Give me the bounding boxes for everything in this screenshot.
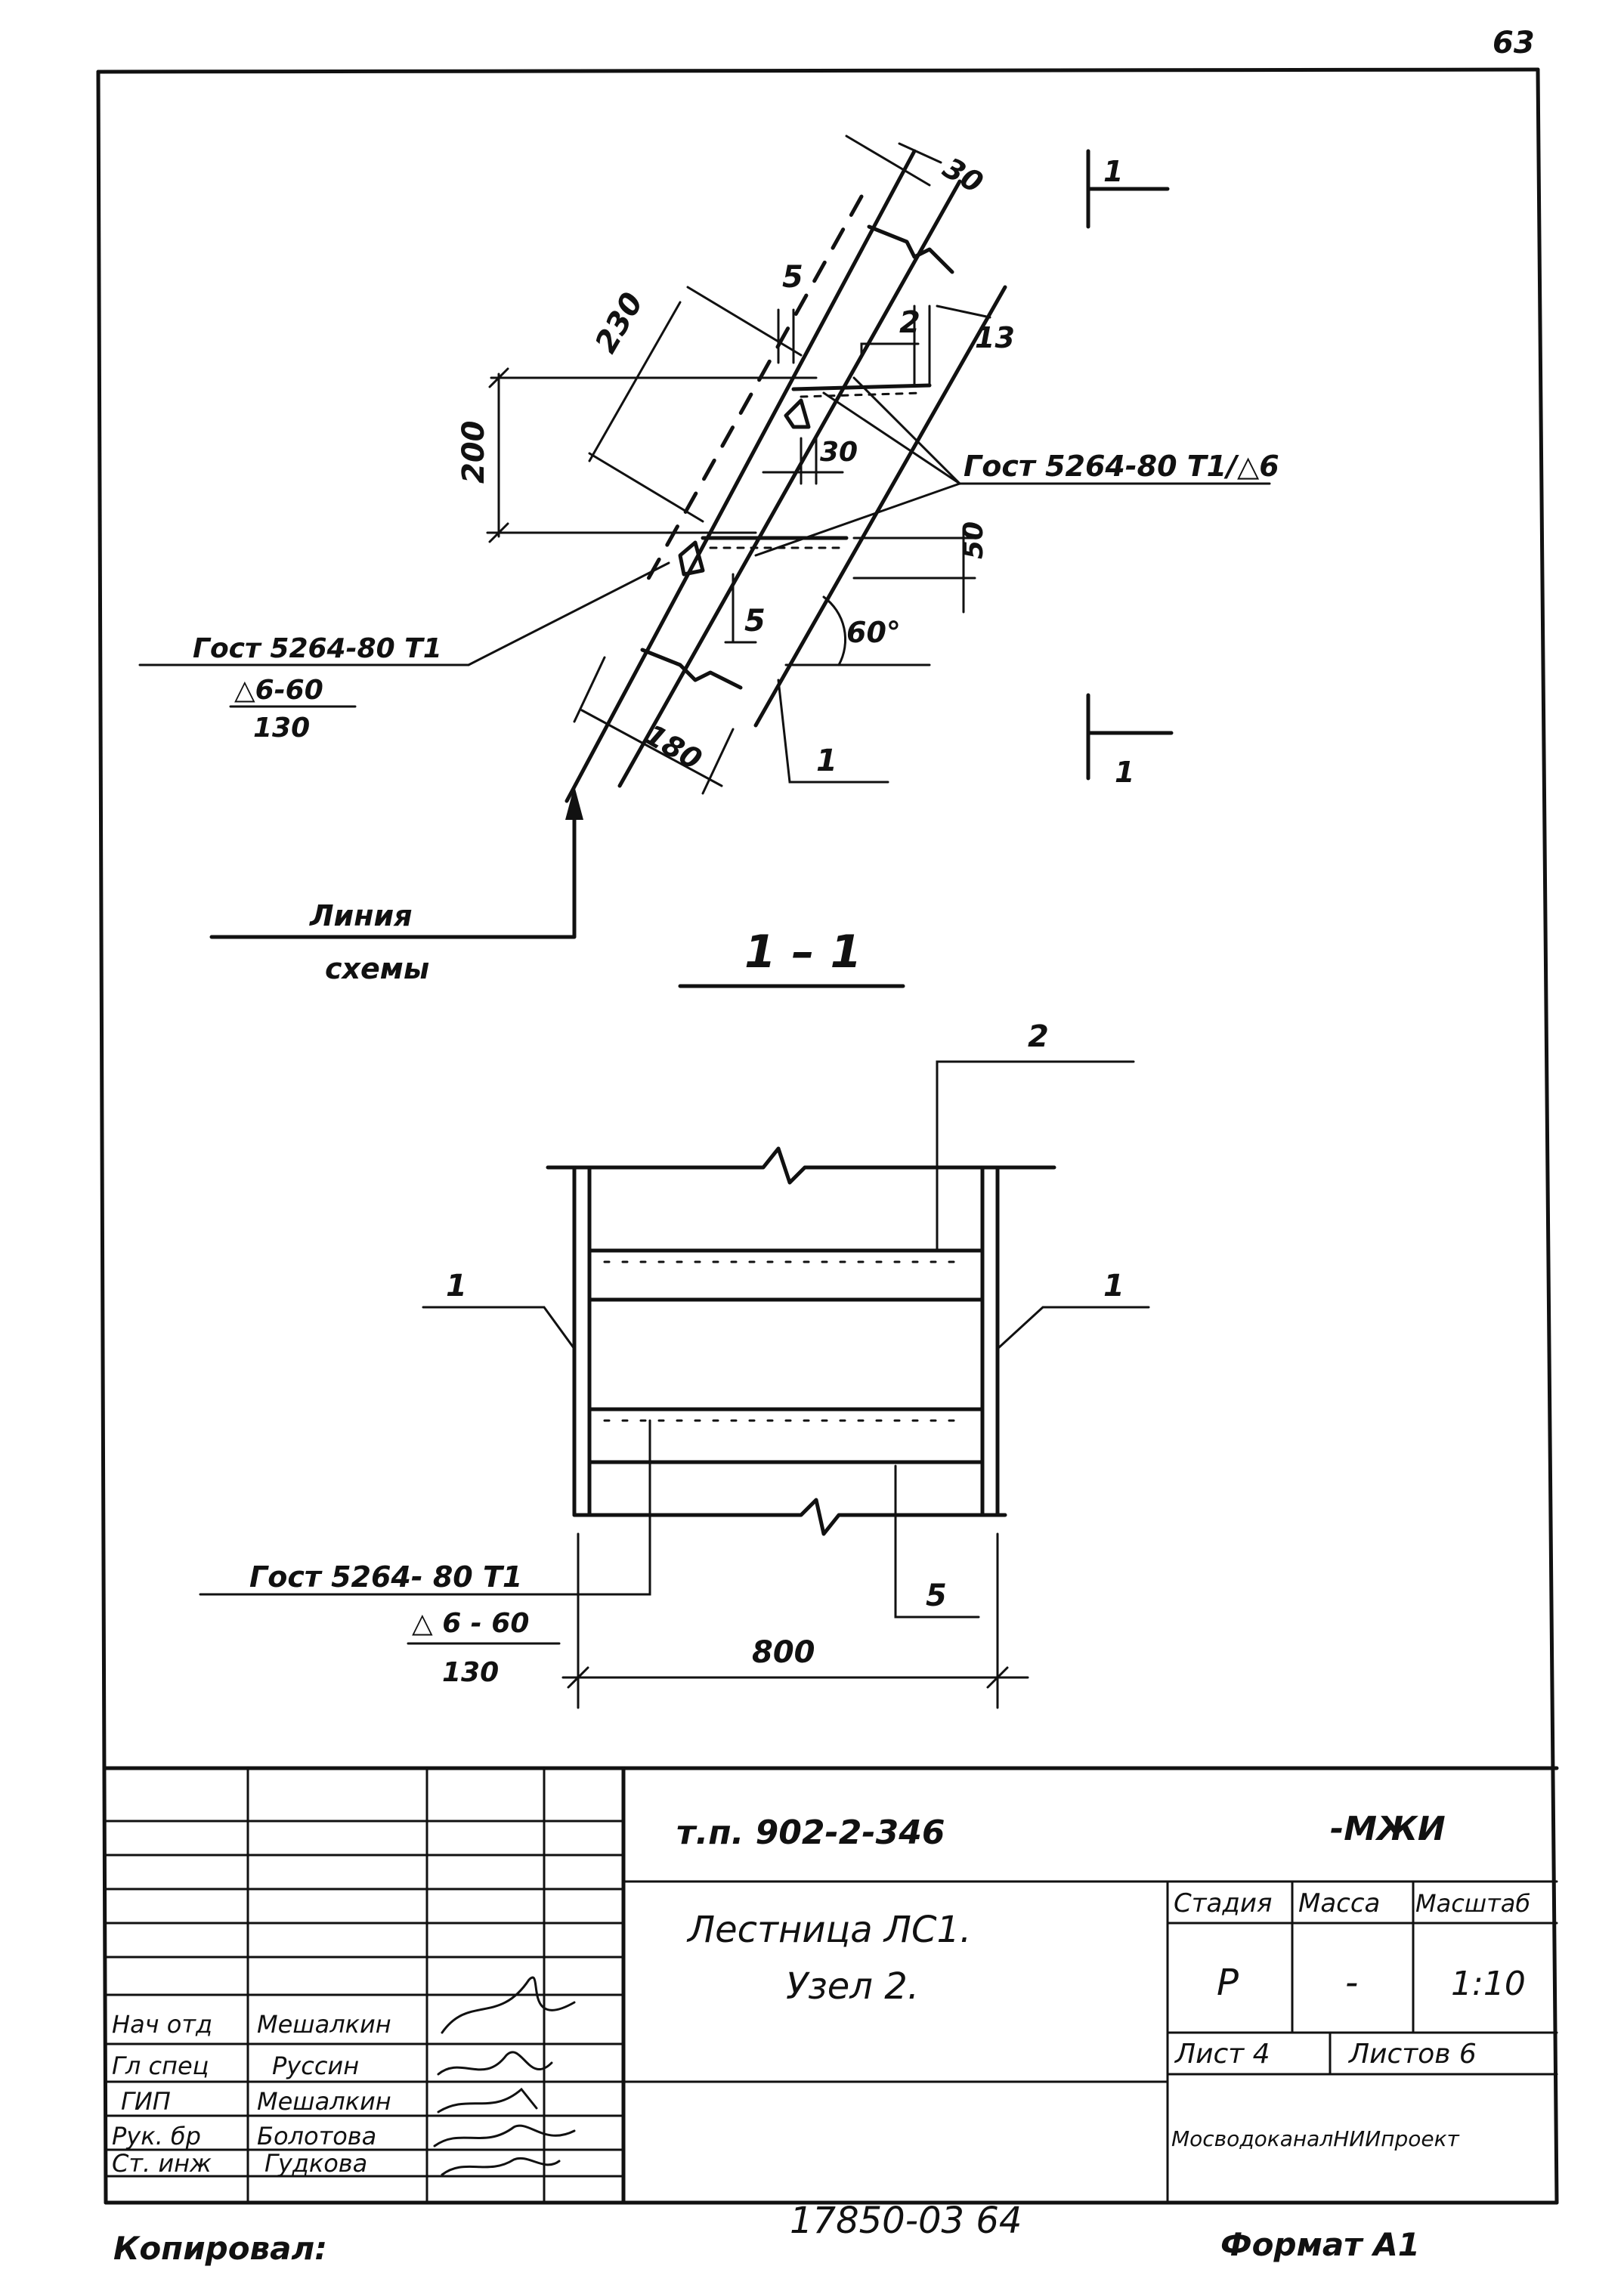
section-mark-5: 5 [926, 1578, 947, 1613]
col-stage: Стадия [1174, 1888, 1272, 1919]
mark-2: 2 [899, 305, 920, 340]
mark-5-mid: 5 [744, 604, 766, 639]
break-top [867, 224, 954, 274]
section-view: 1 – 1 2 1 1 5 Гост 5264- 80 [199, 926, 1150, 1709]
sheet-count: Листов 6 [1347, 2039, 1477, 2070]
name-3: Болотова [257, 2122, 376, 2150]
sheet-number: Лист 4 [1174, 2039, 1270, 2070]
section-title: 1 – 1 [744, 926, 861, 979]
section-top-line [546, 1146, 1056, 1185]
page-number: 63 [1493, 26, 1535, 60]
dim-180: 180 [639, 718, 708, 777]
upper-tread-plate [791, 383, 932, 391]
section-mark-1-right: 1 [1103, 1269, 1124, 1303]
name-2: Мешалкин [257, 2087, 391, 2116]
weld-note-left-2: △6-60 [234, 675, 323, 706]
scheme-line-text-1: Линия [309, 899, 412, 932]
scheme-line-leader [209, 799, 577, 939]
section-weld-note-1: Гост 5264- 80 Т1 [249, 1560, 522, 1594]
weld-note-right: Гост 5264-80 Т1/△6 [964, 450, 1279, 483]
detail-view: 30 230 5 2 13 200 30 [138, 135, 1279, 985]
dim-50: 50 [958, 521, 989, 559]
signatures-image [433, 1976, 576, 2176]
col-scale: Масштаб [1415, 1889, 1530, 1918]
dim-5-top: 5 [782, 260, 803, 295]
section-mark-2: 2 [1028, 1019, 1049, 1054]
role-2: ГИП [121, 2087, 171, 2116]
col-mass: Масса [1298, 1888, 1380, 1919]
scale-value: 1:10 [1451, 1965, 1526, 2003]
dim-13: 13 [975, 321, 1015, 354]
section-mark-1-left: 1 [446, 1269, 467, 1303]
name-0: Мешалкин [257, 2010, 391, 2039]
role-0: Нач отд [112, 2010, 212, 2039]
doc-code: т.п. 902-2-346 [676, 1813, 945, 1852]
role-1: Гл спец [112, 2052, 209, 2080]
title-block: Нач отд Мешалкин Гл спец Руссин ГИП Меша… [104, 1766, 1559, 2205]
organization: МосводоканалНИИпроект [1171, 2126, 1460, 2151]
stringer-axis [640, 194, 864, 592]
section-mark-bottom: 1 [1115, 756, 1134, 789]
weld-note-left-1: Гост 5264-80 Т1 [193, 633, 442, 664]
name-1: Руссин [272, 2052, 359, 2080]
dim-800: 800 [752, 1635, 815, 1670]
mark-1: 1 [816, 744, 837, 778]
section-bottom-line [572, 1498, 1007, 1536]
angle-60: 60° [846, 616, 901, 649]
mass-value: - [1345, 1962, 1358, 2004]
scheme-line-text-2: схемы [325, 952, 429, 985]
stage-value: Р [1217, 1962, 1239, 2004]
role-3: Рук. бр [112, 2122, 201, 2150]
upper-weld-symbol [784, 398, 811, 429]
copied-label: Копировал: [113, 2230, 327, 2267]
break-bottom [640, 648, 743, 690]
name-4: Гудкова [264, 2149, 367, 2178]
weld-note-left-3: 130 [253, 713, 310, 744]
dim-30-top: 30 [938, 151, 989, 200]
lower-weld-symbol [678, 540, 705, 577]
role-4: Ст. инж [112, 2149, 212, 2178]
stringer-outer-line [565, 149, 917, 803]
title-line-1: Лестница ЛС1. [686, 1909, 971, 1951]
section-weld-note-2: △ 6 - 60 [412, 1608, 529, 1639]
scheme-arrow-icon [565, 786, 583, 820]
title-line-2: Узел 2. [786, 1965, 919, 2008]
section-weld-note-3: 130 [442, 1657, 499, 1688]
dim-230: 230 [589, 287, 651, 359]
doc-suffix: -МЖИ [1330, 1810, 1446, 1848]
section-mark-top: 1 [1103, 155, 1123, 188]
stringer-line-3 [753, 285, 1007, 728]
format-label: Формат А1 [1220, 2226, 1420, 2263]
inventory-number: 17850-03 64 [790, 2200, 1022, 2242]
dim-200: 200 [456, 421, 491, 484]
dim-30-mid: 30 [820, 437, 858, 468]
sheet-frame [96, 67, 1559, 2205]
stringer-line-2 [617, 179, 962, 788]
